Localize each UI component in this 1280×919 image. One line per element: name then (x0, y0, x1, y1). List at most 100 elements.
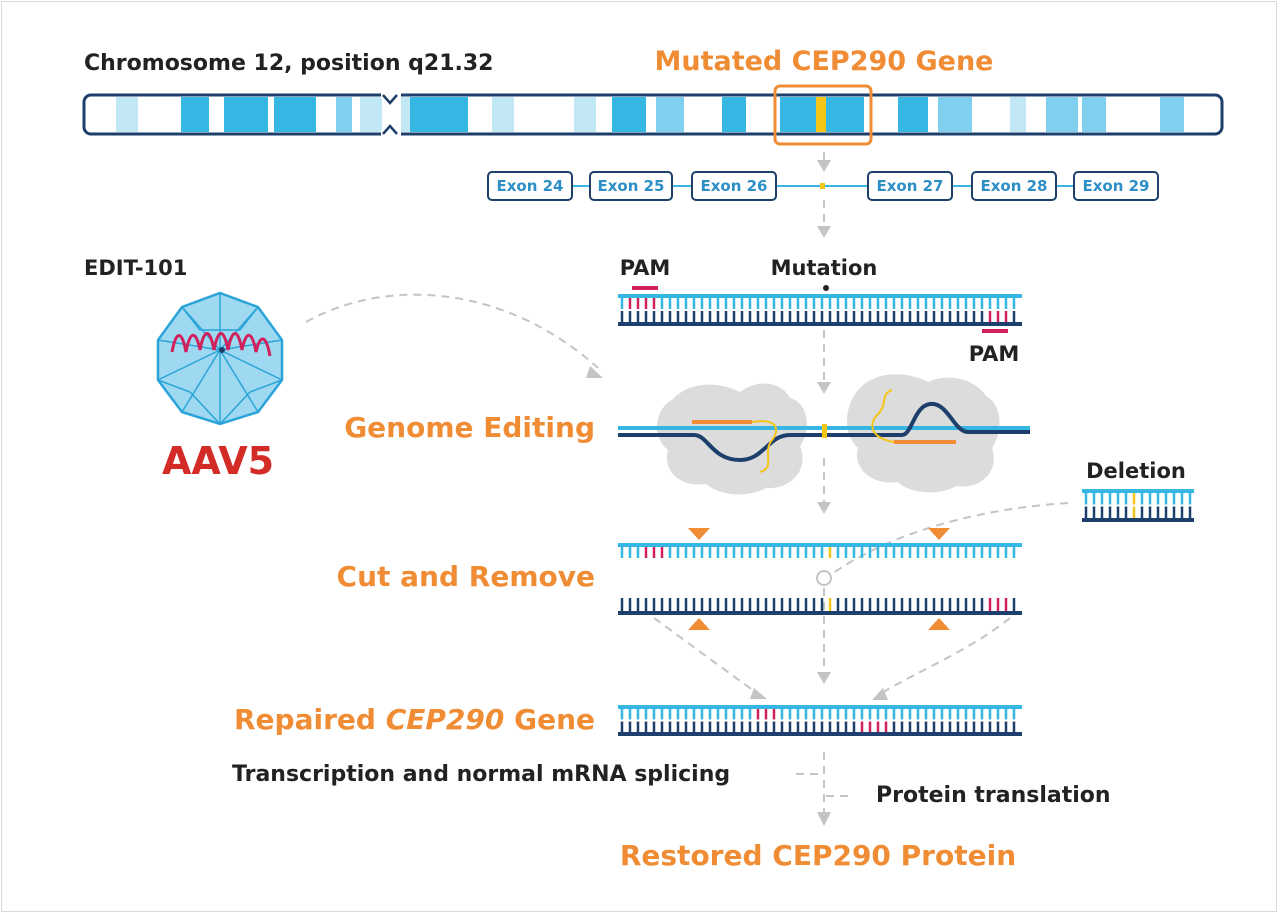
arrowhead (817, 672, 831, 684)
chromosome-band (360, 97, 382, 132)
chromosome-band (274, 97, 316, 132)
chromosome-ideogram (82, 84, 1224, 146)
capsid-facet (181, 306, 259, 331)
mutation-label: Mutation (771, 256, 878, 280)
step-repaired-gene: Repaired CEP290 Gene (234, 703, 595, 736)
aav-capsid-icon (156, 291, 284, 426)
step-genome-editing: Genome Editing (344, 411, 595, 444)
capsid-facet (219, 349, 283, 381)
mutation-dot (823, 285, 829, 291)
join-arrow-left (653, 617, 759, 695)
guide-rna-tail-right (871, 389, 895, 443)
chromosome-band (722, 97, 746, 132)
arrowhead (750, 688, 767, 699)
repaired-gene-name: CEP290 (386, 703, 505, 736)
vector-name: EDIT-101 (84, 256, 187, 280)
guide-rna-tail-left (751, 420, 778, 473)
deleted-fragment (1082, 489, 1194, 522)
chromosome-outline (82, 93, 1224, 136)
chromosome-band (336, 97, 352, 132)
chromosome-band (1010, 97, 1026, 132)
mutation-site (816, 97, 826, 132)
arrowhead (817, 382, 831, 394)
chromosome-band (116, 97, 138, 132)
exon-25-label: Exon 25 (597, 177, 664, 195)
step-translation: Protein translation (876, 783, 1111, 808)
exon-box (487, 171, 573, 201)
gene-highlight-box (773, 84, 873, 146)
exon-26-label: Exon 26 (700, 177, 767, 195)
chromosome-band (1082, 97, 1106, 132)
capsid-label: AAV5 (162, 439, 274, 483)
cas9-protein-left (656, 383, 807, 495)
exon-box (691, 171, 777, 201)
chromosome-band (410, 97, 468, 132)
arrowheads (586, 160, 888, 826)
aav-delivery-arrow (305, 293, 599, 369)
capsid-facet (219, 349, 259, 413)
capsid-facet (219, 339, 283, 351)
editing-mutation (822, 424, 827, 438)
exon-27-label: Exon 27 (876, 177, 943, 195)
chromosome-band (181, 97, 209, 132)
repaired-suffix: Gene (504, 703, 595, 736)
cas9-editing (618, 374, 1030, 495)
chromosome-band (1160, 97, 1184, 132)
mutated-gene-label: Mutated CEP290 Gene (655, 46, 994, 77)
arrowhead (872, 688, 888, 700)
arrowhead (586, 366, 603, 378)
exon-box (589, 171, 673, 201)
step-transcription: Transcription and normal mRNA splicing (232, 762, 730, 787)
capsid-center (219, 347, 225, 353)
exon-box (1073, 171, 1159, 201)
join-arrow-right (879, 617, 1011, 695)
arrowhead (817, 226, 831, 238)
chromosome-band (898, 97, 928, 132)
capsid-facet (181, 349, 221, 413)
chromosome-band (492, 97, 514, 132)
capsid-facet (157, 379, 283, 426)
cut-site-marker (688, 528, 710, 540)
exon-24-label: Exon 24 (496, 177, 563, 195)
flow-arrows (305, 152, 1069, 812)
target-dna (618, 294, 1022, 326)
chromosome-location-label: Chromosome 12, position q21.32 (84, 51, 493, 76)
exon-29-label: Exon 29 (1082, 177, 1149, 195)
chromosome-band (938, 97, 972, 132)
cut-site-marker (928, 528, 950, 540)
repaired-prefix: Repaired (234, 703, 386, 736)
dna-payload (170, 332, 272, 357)
deletion-point (816, 570, 832, 586)
centromere-notch-bottom (381, 130, 401, 137)
cut-strand-top (618, 543, 1022, 558)
pam-label-bottom: PAM (969, 342, 1020, 366)
chromosome-band (574, 97, 596, 132)
editing-strand-bottom (618, 402, 1030, 463)
chromosome-bands (116, 97, 1184, 132)
exon-map: Exon 24 Exon 25 Exon 26 Exon 27 Exon 28 … (487, 171, 1159, 201)
chromosome-band (612, 97, 646, 132)
intron-mutation (820, 183, 825, 189)
cut-site-marker (688, 618, 710, 630)
exon-box (867, 171, 953, 201)
arrowhead (817, 502, 831, 514)
exon-box (971, 171, 1057, 201)
centromere (382, 94, 398, 135)
chromosome-band (656, 97, 684, 132)
deletion-label: Deletion (1086, 459, 1186, 483)
step-cut-and-remove: Cut and Remove (337, 560, 595, 593)
cut-site-marker (928, 618, 950, 630)
restored-protein-label: Restored CEP290 Protein (620, 839, 1016, 872)
repaired-dna (618, 705, 1022, 736)
arrowhead (817, 160, 831, 172)
chromosome-band (224, 97, 268, 132)
chromosome-band (1046, 97, 1078, 132)
deletion-arrow (831, 502, 1069, 575)
pam-label-top: PAM (620, 256, 671, 280)
centromere-notch-top (381, 92, 401, 99)
arrowhead (817, 812, 831, 826)
exon-28-label: Exon 28 (980, 177, 1047, 195)
capsid-facet (157, 349, 221, 381)
